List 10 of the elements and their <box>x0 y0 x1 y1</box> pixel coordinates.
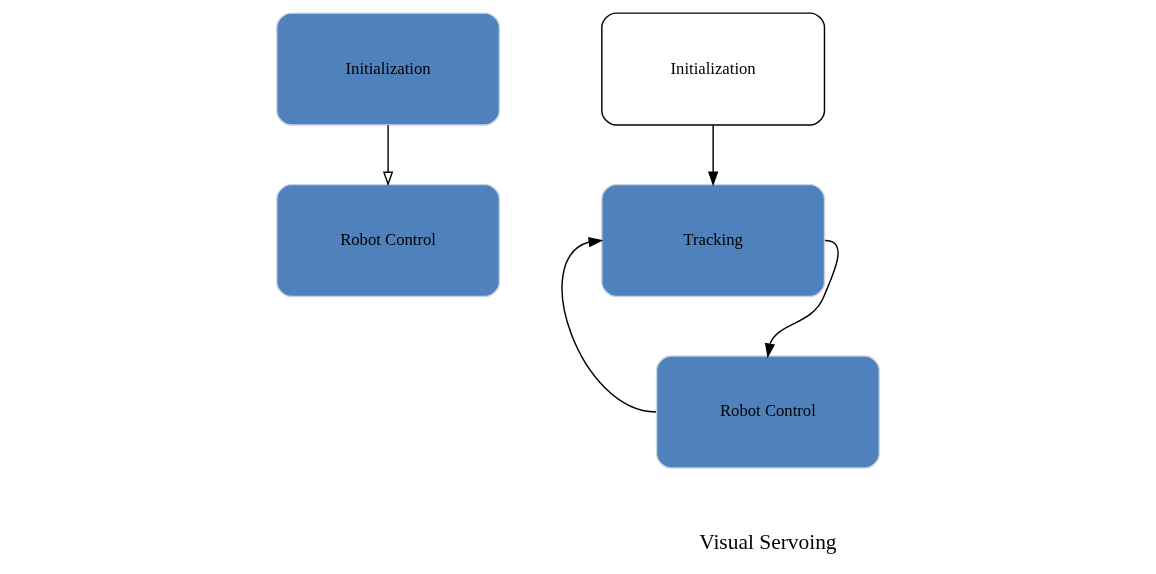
arrow <box>561 237 657 413</box>
label: Visual Servoing <box>699 530 837 555</box>
arrow <box>382 124 394 187</box>
arrow <box>764 239 839 359</box>
arrow <box>707 124 719 187</box>
node-box: Robot Control <box>655 355 880 469</box>
node-box: Robot Control <box>276 183 501 298</box>
node-box: Initialization <box>276 12 501 126</box>
node-box: Initialization <box>601 12 826 126</box>
node-box: Tracking <box>601 183 826 298</box>
